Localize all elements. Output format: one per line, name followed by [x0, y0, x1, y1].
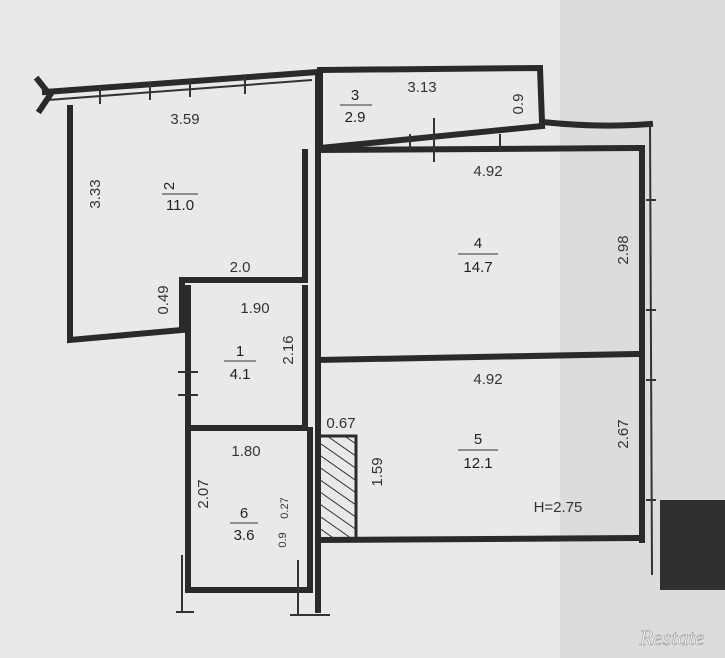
svg-text:3.6: 3.6 [234, 527, 255, 544]
dim-room6-width: 1.80 [231, 443, 260, 460]
dim-shaft-depth: 1.59 [369, 457, 386, 486]
svg-text:3: 3 [351, 87, 359, 104]
room-1-label: 1 4.1 [224, 343, 256, 383]
dim-shaft-width: 0.67 [326, 415, 355, 432]
dim-room2-height: 3.33 [87, 179, 104, 208]
dim-room3-depth: 0.9 [510, 94, 527, 115]
dim-room6-depth: 2.07 [195, 479, 212, 508]
dim-room6-niche-d: 0.9 [277, 532, 289, 547]
svg-text:1: 1 [236, 343, 244, 360]
watermark-logo: Restate [639, 625, 705, 650]
dim-room1-width: 1.90 [240, 300, 269, 317]
walls [33, 64, 656, 616]
dim-room5-width: 4.92 [473, 371, 502, 388]
dimension-labels: 3.59 3.33 2.0 0.49 3.13 0.9 4.92 2.98 1.… [87, 79, 632, 548]
dim-room6-niche-w: 0.27 [279, 497, 291, 518]
svg-text:4: 4 [474, 235, 482, 252]
ventilation-shaft [316, 434, 358, 542]
room-5-label: 5 12.1 [458, 431, 498, 472]
svg-text:2.9: 2.9 [345, 109, 366, 126]
dim-room1-depth: 2.16 [280, 335, 297, 364]
svg-text:5: 5 [474, 431, 482, 448]
dim-room3-width: 3.13 [407, 79, 436, 96]
svg-text:4.1: 4.1 [230, 366, 251, 383]
room-3-label: 3 2.9 [340, 87, 372, 126]
svg-text:14.7: 14.7 [463, 259, 492, 276]
room-4-label: 4 14.7 [458, 235, 498, 276]
dim-room2-bottom: 2.0 [230, 259, 251, 276]
dim-room2-notch: 0.49 [155, 285, 172, 314]
ceiling-height: H=2.75 [534, 499, 583, 516]
dark-corner [660, 500, 725, 590]
dim-room4-width: 4.92 [473, 163, 502, 180]
dim-room5-depth: 2.67 [615, 419, 632, 448]
svg-text:2: 2 [161, 182, 178, 190]
room-2-label: 2 11.0 [161, 182, 198, 214]
svg-text:6: 6 [240, 505, 248, 522]
room-6-label: 6 3.6 [230, 505, 258, 544]
svg-text:11.0: 11.0 [166, 197, 194, 214]
svg-text:12.1: 12.1 [463, 455, 492, 472]
dim-room2-width: 3.59 [170, 111, 199, 128]
dim-room4-depth: 2.98 [615, 235, 632, 264]
